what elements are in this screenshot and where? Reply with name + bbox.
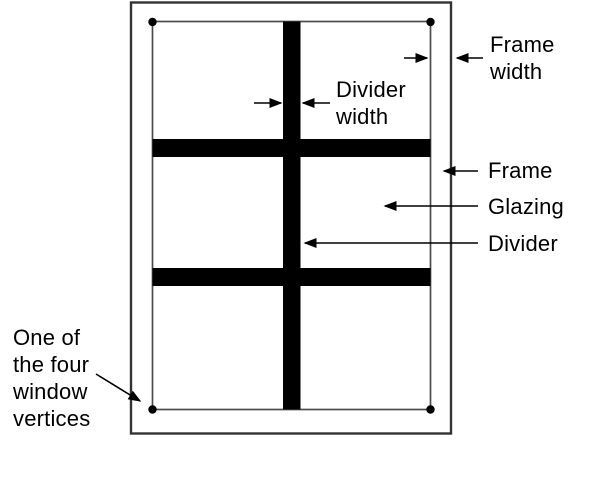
divider-label: Divider: [488, 231, 558, 256]
vertex-callout-arrow: [95, 373, 142, 402]
vertical-divider-bar: [283, 21, 301, 410]
horizontal-divider-bar-upper: [152, 139, 431, 157]
frame-label: Frame: [488, 158, 553, 183]
vertex-dot-bottom-left: [148, 405, 157, 414]
vertex-dot-top-left: [148, 17, 157, 27]
horizontal-divider-bar-lower: [152, 268, 431, 286]
frame-width-label: Frame width: [490, 32, 555, 84]
vertex-dot-bottom-right: [426, 405, 435, 414]
vertex-dot-top-right: [426, 17, 435, 27]
window-outer-frame: [129, 1, 453, 435]
vertex-note-label: One of the four window vertices: [13, 325, 91, 431]
divider-width-label: Divider width: [336, 77, 406, 129]
glazing-label: Glazing: [488, 194, 564, 219]
